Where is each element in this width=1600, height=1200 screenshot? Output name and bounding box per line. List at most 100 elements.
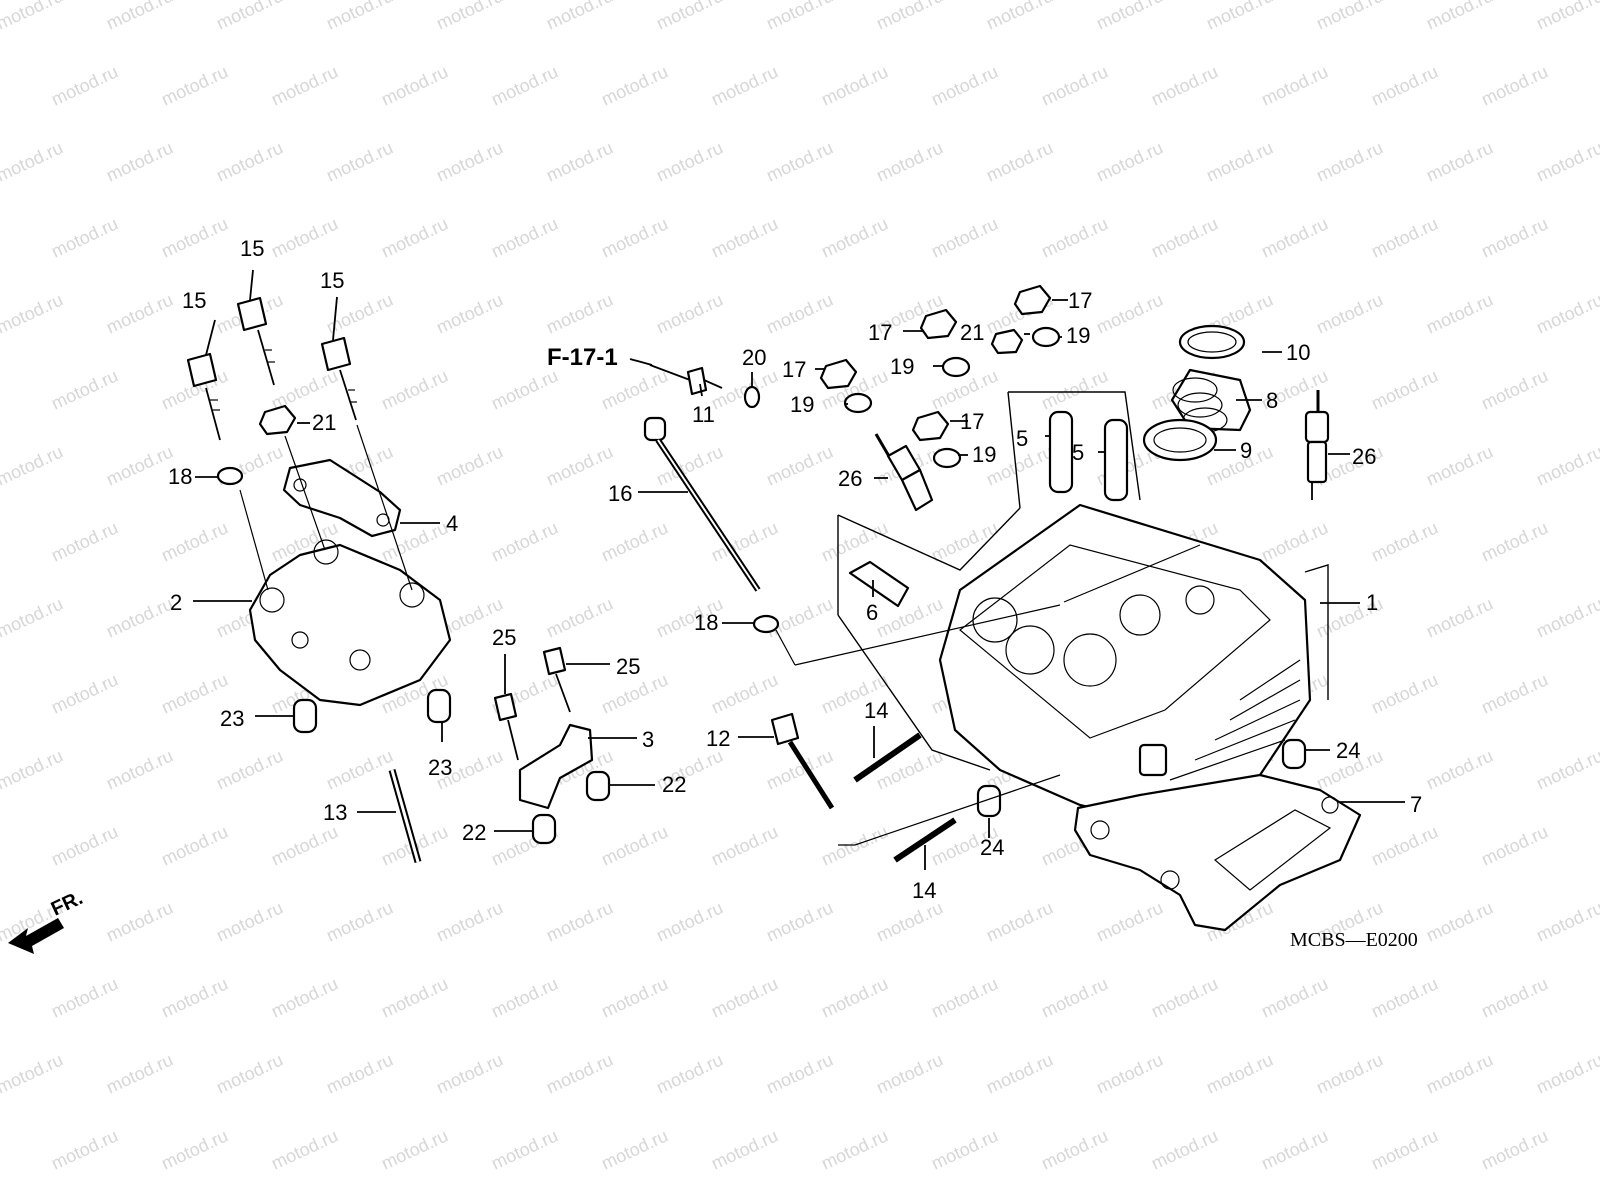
watermark-text: motod.ru [1533,1049,1600,1097]
watermark-text: motod.ru [1533,897,1600,945]
callout-26: 26 [1352,444,1376,469]
watermark-text: motod.ru [708,61,781,109]
watermark-text: motod.ru [708,1125,781,1173]
callout-9: 9 [1240,438,1252,463]
watermark-text: motod.ru [1258,213,1331,261]
watermark-text: motod.ru [873,137,946,185]
watermark-text: motod.ru [1533,137,1600,185]
watermark-text: motod.ru [488,365,561,413]
watermark-text: motod.ru [1313,1049,1386,1097]
watermark-text: motod.ru [48,365,121,413]
watermark-text: motod.ru [543,441,616,489]
watermark-text: motod.ru [488,213,561,261]
watermark-text: motod.ru [158,61,231,109]
watermark-text: motod.ru [48,1125,121,1173]
callout-8: 8 [1266,388,1278,413]
watermark-text: motod.ru [1423,1049,1496,1097]
callout-19: 19 [1066,323,1090,348]
dowel-23-b [426,688,452,724]
watermark-text: motod.ru [818,973,891,1021]
watermark-text: motod.ru [1423,745,1496,793]
watermark-text: motod.ru [543,289,616,337]
leader-lines-right [629,299,1405,870]
dowel-23-a [292,698,318,734]
watermark-text: motod.ru [0,289,66,337]
callout-21: 21 [960,320,984,345]
watermark-text: motod.ru [543,593,616,641]
watermark-text: motod.ru [433,0,506,34]
watermark-text: motod.ru [433,137,506,185]
watermark-text: motod.ru [378,61,451,109]
stud-14-b [893,817,957,863]
watermark-text: motod.ru [983,897,1056,945]
watermark-text: motod.ru [1258,973,1331,1021]
callout-5: 5 [1072,440,1084,465]
watermark-text: motod.ru [983,0,1056,34]
callout-17: 17 [1068,288,1092,313]
watermark-text: motod.ru [213,137,286,185]
watermark-text: motod.ru [543,0,616,34]
watermark-text: motod.ru [1368,213,1441,261]
callout-25: 25 [492,625,516,650]
watermark-text: motod.ru [158,821,231,869]
watermark-text: motod.ru [598,365,671,413]
callout-23: 23 [220,706,244,731]
watermark-text: motod.ru [103,441,176,489]
watermark-text: motod.ru [1533,745,1600,793]
watermark-text: motod.ru [213,1049,286,1097]
plate-4 [282,458,402,538]
watermark-text: motod.ru [1038,1125,1111,1173]
callout-22: 22 [662,772,686,797]
watermark-text: motod.ru [763,0,836,34]
dowel-24-b [976,784,1002,818]
watermark-text: motod.ru [1148,1125,1221,1173]
callout-17: 17 [960,409,984,434]
watermark-text: motod.ru [653,0,726,34]
watermark-text: motod.ru [433,289,506,337]
watermark-text: motod.ru [1313,0,1386,34]
watermark-text: motod.ru [1533,289,1600,337]
callout-19: 19 [790,392,814,417]
watermark-text: motod.ru [1313,289,1386,337]
washer-18 [216,466,244,486]
watermark-text: motod.ru [378,213,451,261]
watermark-text: motod.ru [763,137,836,185]
valve-guide-5-a [1048,410,1074,494]
watermark-text: motod.ru [873,745,946,793]
watermark-text: motod.ru [653,137,726,185]
watermark-text: motod.ru [1423,441,1496,489]
watermark-text: motod.ru [268,1125,341,1173]
watermark-text: motod.ru [103,1049,176,1097]
watermark-text: motod.ru [1478,517,1551,565]
washer-19-c [1031,326,1061,348]
diagram-code: MCBS—E0200 [1290,929,1418,951]
watermark-text: motod.ru [818,61,891,109]
watermark-text: motod.ru [213,745,286,793]
watermark-text: motod.ru [1368,365,1441,413]
watermark-text: motod.ru [1478,1125,1551,1173]
washer-19-b [941,356,971,378]
watermark-text: motod.ru [158,213,231,261]
bolt-15-b [236,296,275,386]
washer-19-a [843,392,873,414]
watermark-text: motod.ru [103,745,176,793]
watermark-text: motod.ru [708,669,781,717]
watermark-text: motod.ru [0,137,66,185]
watermark-text: motod.ru [763,289,836,337]
watermark-text: motod.ru [1093,0,1166,34]
watermark-text: motod.ru [598,213,671,261]
watermark-text: motod.ru [268,821,341,869]
watermark-text: motod.ru [48,973,121,1021]
watermark-text: motod.ru [488,1125,561,1173]
valve-guide-5-b [1103,418,1129,502]
callout-23: 23 [428,755,452,780]
bolt-25-b [493,692,519,761]
watermark-text: motod.ru [268,365,341,413]
callout-13: 13 [323,800,347,825]
watermark-text: motod.ru [103,137,176,185]
watermark-text: motod.ru [1038,61,1111,109]
watermark-text: motod.ru [708,821,781,869]
guide-3 [518,723,594,810]
watermark-text: motod.ru [1368,821,1441,869]
